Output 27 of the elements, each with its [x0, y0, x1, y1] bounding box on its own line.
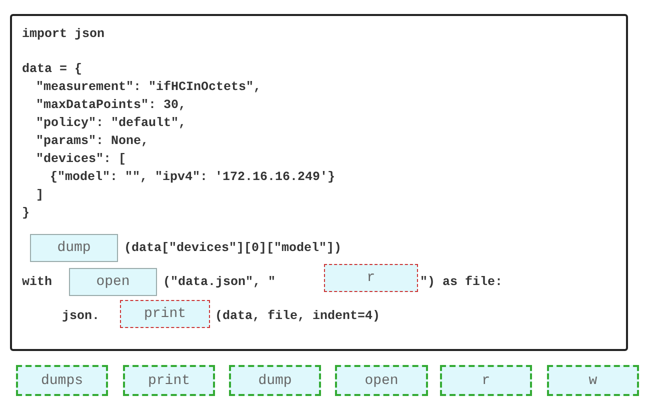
code-text: "devices": [: [36, 151, 126, 167]
code-text: ") as file:: [420, 274, 503, 290]
answer-option: print: [123, 365, 215, 396]
code-text: import json: [22, 26, 105, 42]
code-text: json.: [62, 308, 100, 324]
code-text: }: [22, 205, 30, 221]
code-text: (data["devices"][0]["model"]): [124, 240, 342, 256]
code-text: data = {: [22, 61, 82, 77]
answer-box: dump: [30, 234, 118, 262]
answer-option: r: [440, 365, 532, 396]
answer-option: w: [547, 365, 639, 396]
code-text: "policy": "default",: [36, 115, 186, 131]
answer-box: print: [120, 300, 210, 328]
code-text: "measurement": "ifHCInOctets",: [36, 79, 262, 95]
code-text: "params": None,: [36, 133, 149, 149]
code-text: with: [22, 274, 52, 290]
code-text: (data, file, indent=4): [215, 308, 380, 324]
code-text: "maxDataPoints": 30,: [36, 97, 186, 113]
answer-box: open: [69, 268, 157, 296]
answer-option: dumps: [16, 365, 108, 396]
code-text: ("data.json", ": [163, 274, 276, 290]
code-text: {"model": "", "ipv4": '172.16.16.249'}: [50, 169, 336, 185]
code-text: ]: [36, 187, 44, 203]
code-panel: [10, 14, 628, 351]
answer-option: open: [335, 365, 428, 396]
answer-box: r: [324, 264, 418, 292]
answer-option: dump: [229, 365, 321, 396]
